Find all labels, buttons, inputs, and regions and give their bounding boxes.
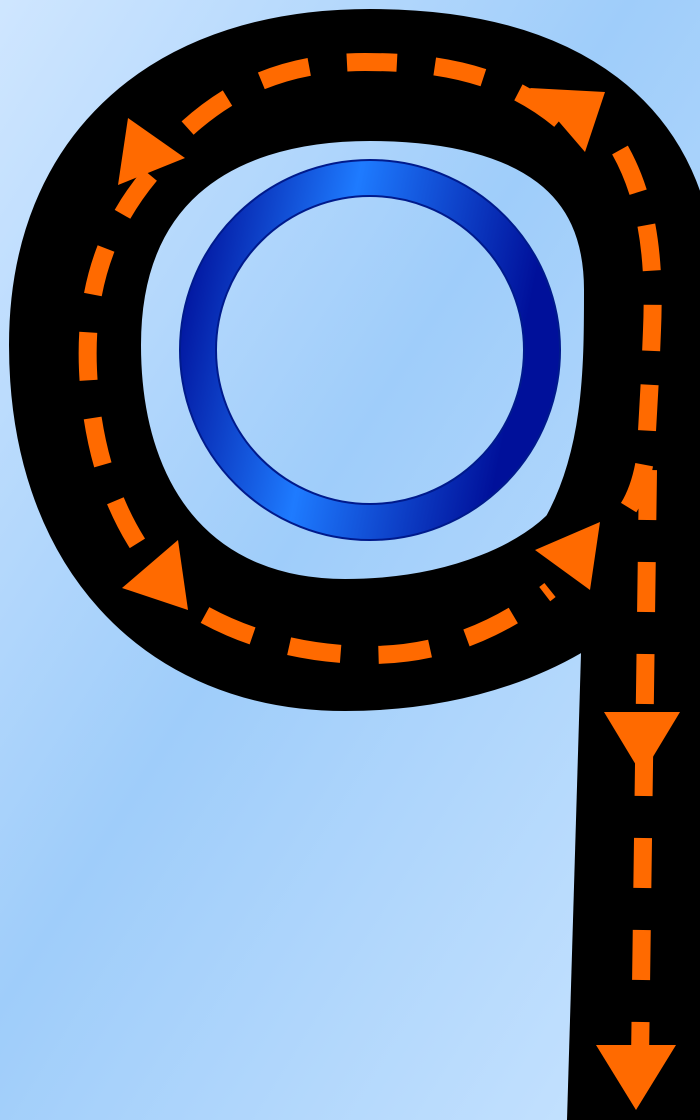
roundabout-diagram: [0, 0, 700, 1120]
diagram-canvas: [0, 0, 700, 1120]
